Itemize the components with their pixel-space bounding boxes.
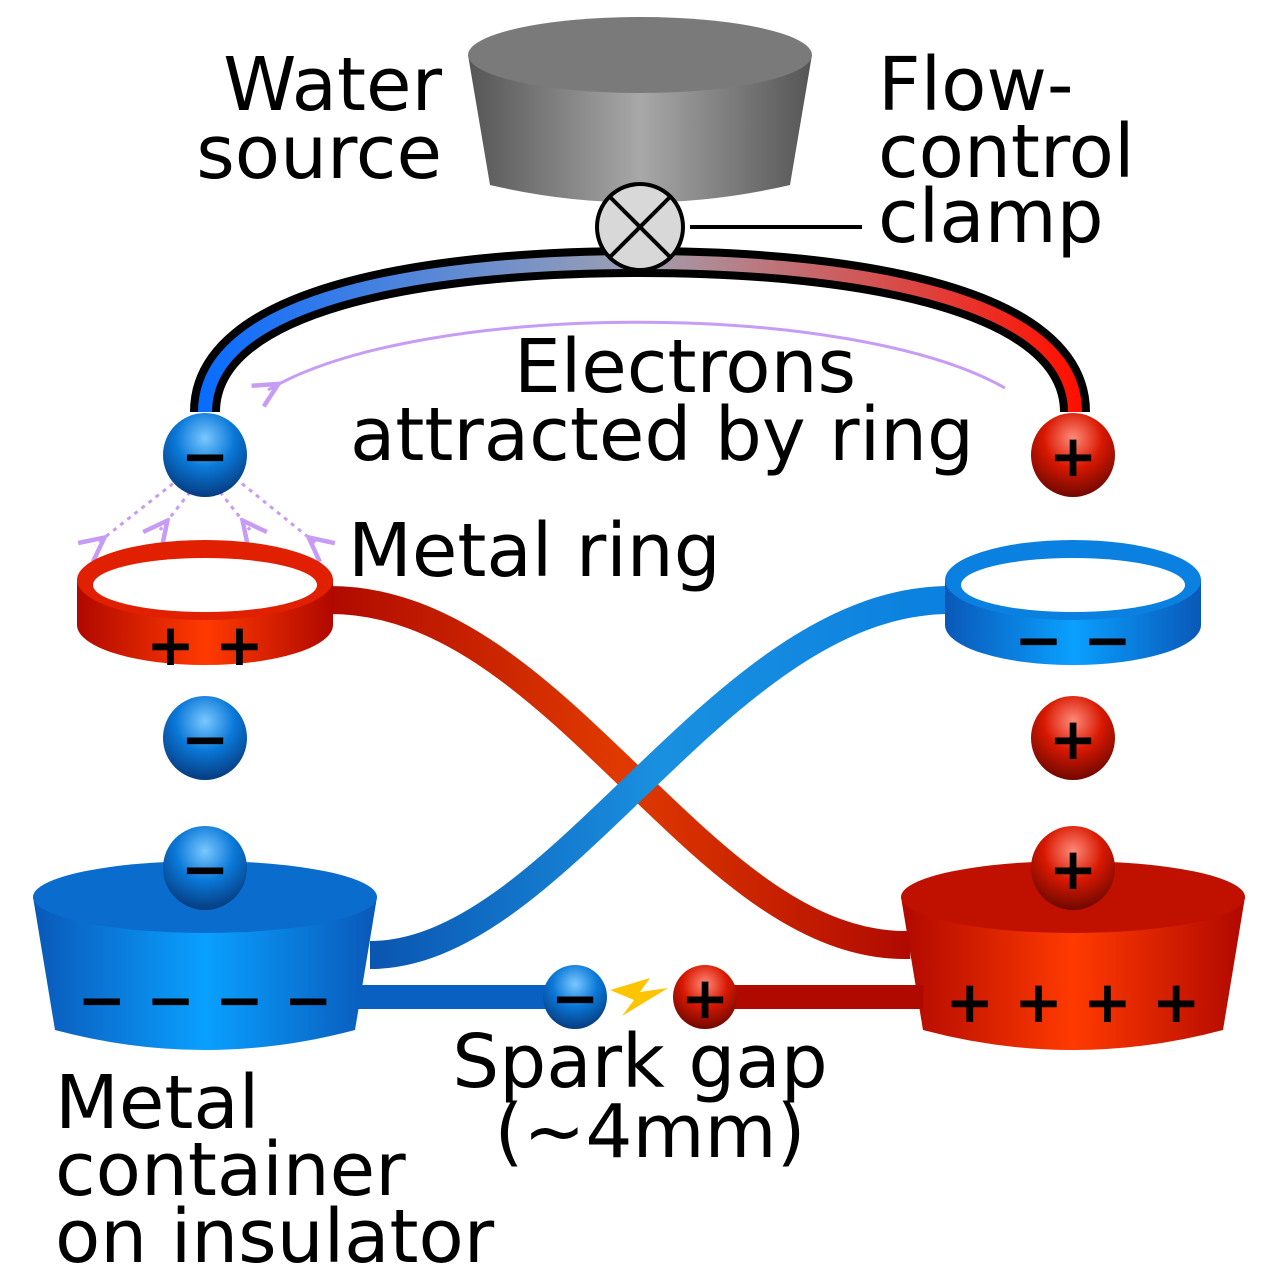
label-electrons-attracted: Electrons attracted by ring bbox=[350, 324, 974, 478]
label-water-source: Water source bbox=[196, 42, 442, 196]
positive-drop: + bbox=[1031, 826, 1115, 910]
svg-text:−: − bbox=[181, 705, 230, 773]
svg-text:container: container bbox=[55, 1127, 406, 1213]
right-metal-ring: − − bbox=[945, 540, 1201, 674]
negative-drop: − bbox=[163, 413, 247, 497]
induction-arrows bbox=[95, 476, 318, 545]
svg-text:Flow-: Flow- bbox=[878, 42, 1074, 128]
svg-text:Metal: Metal bbox=[55, 1060, 259, 1146]
right-container-charge: + + + + bbox=[946, 968, 1201, 1036]
positive-drop: + bbox=[1031, 413, 1115, 497]
svg-text:+: + bbox=[681, 964, 730, 1032]
svg-text:+: + bbox=[1049, 705, 1098, 773]
svg-text:source: source bbox=[196, 110, 442, 196]
svg-text:−: − bbox=[181, 835, 230, 903]
svg-text:+: + bbox=[1049, 835, 1098, 903]
svg-text:Spark gap: Spark gap bbox=[452, 1019, 827, 1105]
water-source-container bbox=[468, 17, 812, 203]
svg-text:Electrons: Electrons bbox=[514, 324, 856, 410]
flow-control-clamp-icon bbox=[595, 182, 862, 272]
label-spark-gap: Spark gap (~4mm) bbox=[452, 1019, 827, 1175]
left-ring-charge: + + bbox=[146, 611, 263, 679]
spark-icon bbox=[610, 978, 668, 1016]
spark-electrode-negative: − bbox=[543, 964, 607, 1032]
red-cross-wire bbox=[329, 586, 911, 960]
label-flow-control-clamp: Flow- control clamp bbox=[878, 42, 1135, 260]
right-ring-charge: − − bbox=[1014, 606, 1131, 674]
svg-text:−: − bbox=[181, 422, 230, 490]
blue-cross-wire bbox=[369, 586, 951, 969]
electron-flow-arrow bbox=[268, 320, 1006, 390]
svg-text:attracted by ring: attracted by ring bbox=[350, 392, 974, 478]
positive-drop: + bbox=[1031, 696, 1115, 780]
svg-text:on insulator: on insulator bbox=[55, 1194, 495, 1280]
left-metal-container: − − − − bbox=[33, 861, 377, 1050]
svg-text:(~4mm): (~4mm) bbox=[495, 1089, 806, 1175]
svg-text:+: + bbox=[1049, 422, 1098, 490]
left-container-charge: − − − − bbox=[78, 966, 333, 1034]
label-metal-ring: Metal ring bbox=[348, 508, 721, 594]
svg-text:Water: Water bbox=[223, 42, 442, 128]
label-metal-container: Metal container on insulator bbox=[55, 1060, 495, 1280]
negative-drop: − bbox=[163, 826, 247, 910]
negative-drop: − bbox=[163, 696, 247, 780]
left-metal-ring: + + bbox=[77, 540, 333, 679]
svg-text:clamp: clamp bbox=[878, 174, 1104, 260]
spark-electrode-positive: + bbox=[673, 964, 737, 1032]
svg-text:−: − bbox=[551, 964, 600, 1032]
svg-text:control: control bbox=[878, 109, 1135, 195]
